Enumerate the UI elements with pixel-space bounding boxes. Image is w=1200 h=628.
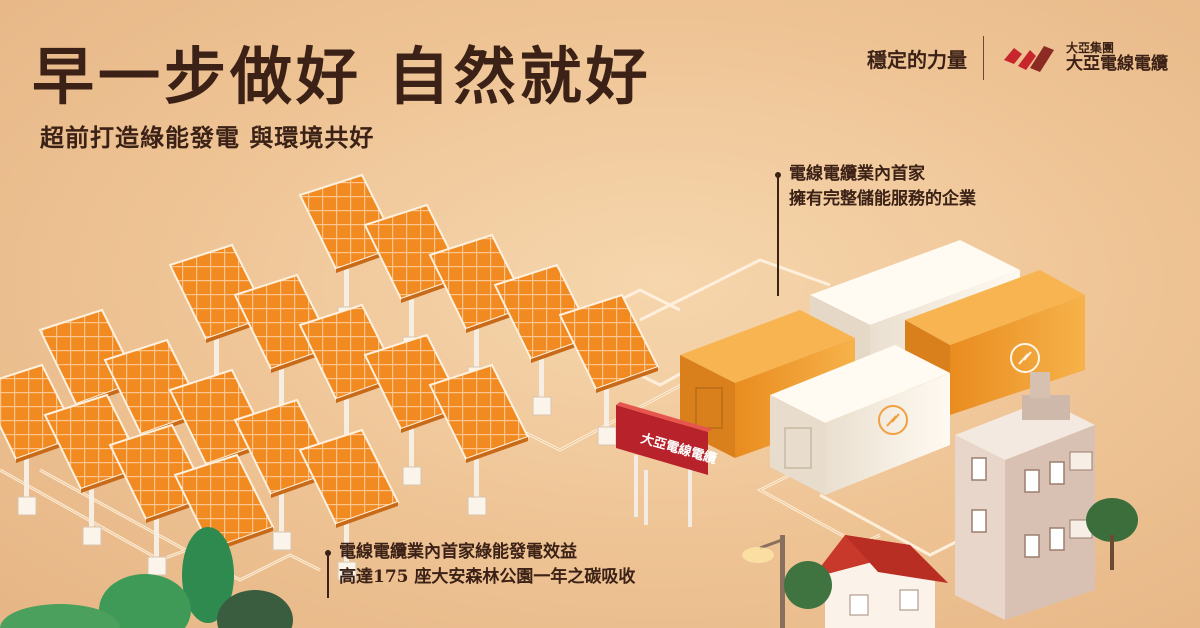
battery-container-front-white — [770, 345, 950, 495]
solar-panel — [298, 428, 400, 581]
taya-logo-icon — [1004, 46, 1054, 72]
callout-leader-line — [327, 552, 329, 598]
trees — [0, 498, 1138, 628]
callout-leader-line — [777, 174, 779, 296]
callout-line: 電線電纜業內首家 — [789, 164, 925, 184]
callout-energy-storage: 電線電纜業內首家 擁有完整儲能服務的企業 — [775, 162, 976, 296]
solar-panel — [428, 363, 530, 516]
office-building — [955, 372, 1095, 620]
page-subtitle: 超前打造綠能發電 與環境共好 — [40, 123, 375, 152]
callout-line: 電線電纜業內首家綠能發電效益 — [339, 542, 577, 562]
brand-tagline: 穩定的力量 — [867, 47, 967, 72]
brand-group-name: 大亞集團 — [1066, 41, 1115, 56]
house — [812, 535, 948, 628]
street-lamp — [742, 535, 785, 628]
brand-company-name: 大亞電線電纜 — [1066, 54, 1168, 75]
callout-line: 擁有完整儲能服務的企業 — [789, 188, 976, 209]
company-logo[interactable]: 大亞集團 大亞電線電纜 — [1000, 40, 1168, 76]
brand-block: 穩定的力量 大亞集團 大亞電線電纜 — [867, 36, 1168, 80]
callout-carbon-benefit: 電線電纜業內首家綠能發電效益 高達175 座大安森林公園一年之碳吸收 — [325, 540, 636, 598]
callout-line: 高達175 座大安森林公園一年之碳吸收 — [339, 566, 636, 587]
solar-panel — [233, 398, 335, 551]
brand-divider — [983, 36, 984, 80]
page-title: 早一步做好 自然就好 — [32, 40, 652, 113]
solar-panel — [558, 293, 660, 446]
